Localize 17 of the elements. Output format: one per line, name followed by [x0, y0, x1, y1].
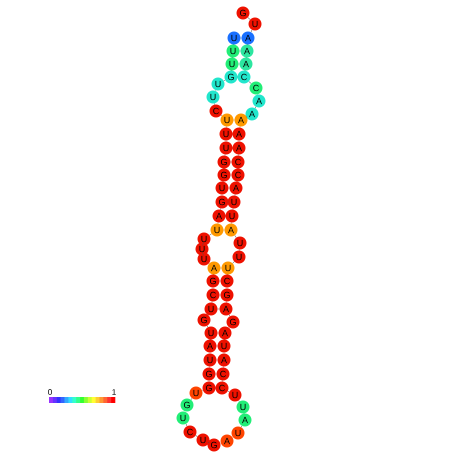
scale-label: 0 — [48, 389, 52, 395]
node-label: U — [201, 236, 207, 242]
scale-label: 1 — [112, 389, 116, 395]
backbone-line — [232, 261, 235, 264]
node-label: U — [199, 246, 205, 252]
backbone-line — [234, 235, 236, 238]
backbone-line — [195, 435, 198, 437]
backbone-line — [250, 30, 252, 32]
backbone-line — [190, 398, 192, 400]
backbone-line — [248, 17, 250, 20]
backbone-line — [186, 424, 188, 426]
node-label: U — [201, 256, 207, 262]
backbone-line — [209, 234, 212, 236]
backbone-line — [248, 81, 252, 84]
base-pair-line — [217, 308, 220, 310]
backbone-line — [202, 242, 204, 246]
backbone-line — [202, 252, 204, 256]
